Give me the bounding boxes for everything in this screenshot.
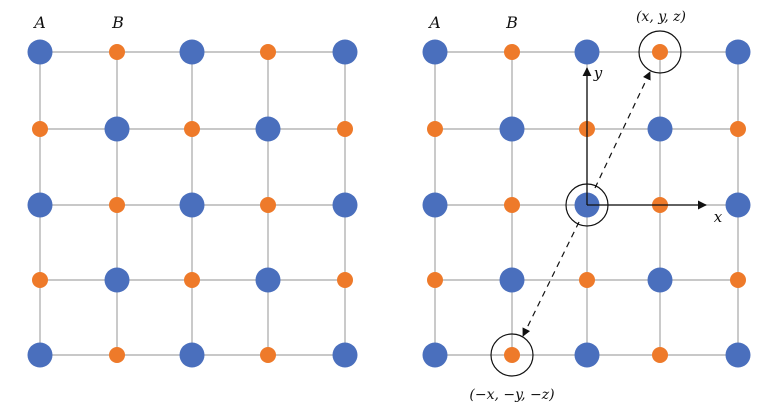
right-site-a: [499, 116, 525, 142]
right-lattice-panel: A B x y (x, y, z) (−x, −y, −z): [422, 9, 751, 403]
inverse-point-highlight-circle: [490, 333, 534, 377]
point-highlight-circle: [638, 30, 682, 74]
right-site-b: [504, 197, 520, 213]
left-site-b: [32, 272, 48, 288]
right-site-b: [652, 347, 668, 363]
right-site-a: [574, 342, 600, 368]
left-site-a: [255, 116, 281, 142]
right-site-a: [725, 192, 751, 218]
right-site-b: [652, 44, 668, 60]
right-label-a: A: [427, 13, 441, 32]
right-site-b: [427, 121, 443, 137]
point-label: (x, y, z): [636, 9, 686, 25]
left-site-a: [104, 116, 130, 142]
inverse-point-label: (−x, −y, −z): [469, 387, 554, 403]
left-lattice-sites: [27, 39, 358, 368]
left-site-a: [332, 192, 358, 218]
right-site-a: [647, 267, 673, 293]
left-site-a: [332, 39, 358, 65]
left-site-b: [109, 44, 125, 60]
inversion-center-circle: [565, 183, 609, 227]
left-lattice-panel: A B: [27, 13, 358, 368]
right-site-a: [422, 39, 448, 65]
inversion-arrow-to-point: [594, 71, 651, 189]
right-site-a: [422, 192, 448, 218]
x-axis-label: x: [714, 208, 723, 226]
right-site-b: [427, 272, 443, 288]
left-site-a: [332, 342, 358, 368]
left-site-a: [27, 342, 53, 368]
left-site-a: [27, 192, 53, 218]
left-label-a: A: [32, 13, 46, 32]
left-site-b: [337, 272, 353, 288]
left-site-b: [260, 44, 276, 60]
left-site-a: [104, 267, 130, 293]
left-site-b: [260, 347, 276, 363]
right-site-b: [730, 121, 746, 137]
right-site-a: [422, 342, 448, 368]
right-site-b: [504, 44, 520, 60]
right-site-a: [574, 39, 600, 65]
left-site-b: [184, 121, 200, 137]
inversion-arrow-to-inverse-point: [522, 221, 580, 337]
right-site-a: [725, 39, 751, 65]
left-site-a: [255, 267, 281, 293]
left-site-b: [337, 121, 353, 137]
left-site-a: [179, 342, 205, 368]
right-site-b: [504, 347, 520, 363]
left-site-b: [109, 197, 125, 213]
left-label-b: B: [111, 13, 124, 32]
y-axis-label: y: [593, 64, 603, 82]
left-site-b: [260, 197, 276, 213]
right-site-a: [725, 342, 751, 368]
right-site-a: [499, 267, 525, 293]
right-site-b: [579, 272, 595, 288]
left-site-a: [179, 39, 205, 65]
right-label-b: B: [505, 13, 518, 32]
right-site-b: [730, 272, 746, 288]
left-site-b: [109, 347, 125, 363]
left-site-a: [179, 192, 205, 218]
right-site-a: [647, 116, 673, 142]
left-site-b: [32, 121, 48, 137]
left-site-a: [27, 39, 53, 65]
left-site-b: [184, 272, 200, 288]
